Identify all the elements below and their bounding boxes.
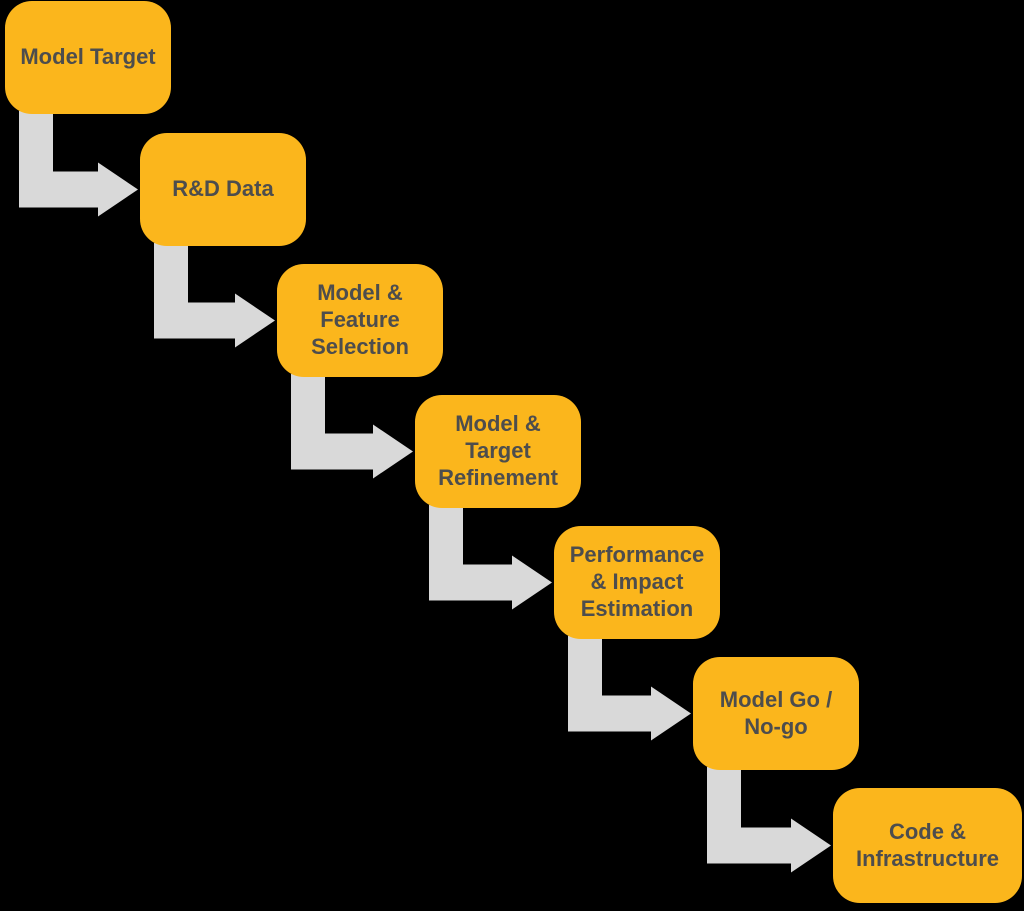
step-model-target-refinement: Model & Target Refinement bbox=[415, 395, 581, 508]
step-code-infrastructure: Code & Infrastructure bbox=[833, 788, 1022, 903]
elbow-arrow-icon-4 bbox=[429, 505, 552, 610]
step-rd-data: R&D Data bbox=[140, 133, 306, 246]
step-label: Model Target bbox=[20, 44, 156, 70]
step-model-target: Model Target bbox=[5, 1, 171, 114]
elbow-arrow-icon-5 bbox=[568, 636, 691, 741]
elbow-arrow-icon-2 bbox=[154, 243, 275, 348]
step-label: Model & Feature Selection bbox=[311, 280, 409, 359]
step-performance-impact-estimation: Performance & Impact Estimation bbox=[554, 526, 720, 639]
step-model-go-no-go: Model Go / No-go bbox=[693, 657, 859, 770]
step-label: R&D Data bbox=[172, 176, 274, 202]
step-label: Performance & Impact Estimation bbox=[569, 542, 705, 621]
step-label: Model Go / No-go bbox=[719, 686, 833, 739]
step-label: Code & Infrastructure bbox=[855, 818, 1000, 871]
elbow-arrow-icon-6 bbox=[707, 767, 831, 873]
elbow-arrow-icon-1 bbox=[19, 111, 138, 217]
step-label: Model & Target Refinement bbox=[438, 411, 558, 490]
elbow-arrow-icon-3 bbox=[291, 374, 413, 479]
step-model-feature-selection: Model & Feature Selection bbox=[277, 264, 443, 377]
